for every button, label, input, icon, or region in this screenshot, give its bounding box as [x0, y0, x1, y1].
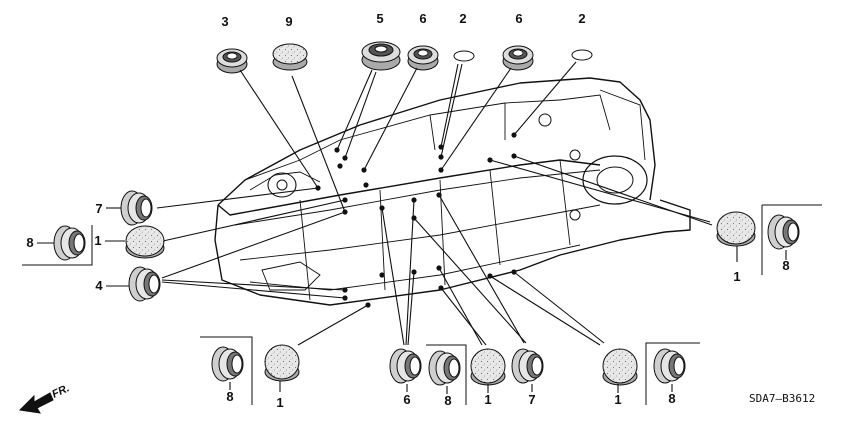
bracket-bottom-2	[426, 344, 467, 405]
grommet-9-drawing	[272, 43, 308, 71]
label-part-2-second: 2	[578, 11, 585, 26]
grommet-8-bottom-a-drawing	[211, 346, 244, 382]
grommet-3-drawing	[216, 48, 248, 74]
leader-lines	[156, 61, 713, 346]
bracket-left	[22, 225, 93, 266]
grommet-8-bottom-c-drawing	[653, 348, 686, 384]
label-part-6-bottom: 6	[403, 392, 410, 407]
grommet-8-right-drawing	[767, 214, 800, 250]
grommet-8-bottom-b-drawing	[428, 350, 461, 386]
label-part-6-second: 6	[515, 11, 522, 26]
label-part-6: 6	[419, 11, 426, 26]
label-part-7-bottom: 7	[528, 392, 535, 407]
grommet-6-bottom-drawing	[389, 348, 422, 384]
label-part-3: 3	[221, 14, 228, 29]
bracket-bottom-1	[200, 336, 253, 405]
grommet-6-second-drawing	[502, 45, 534, 71]
plug-1-bottom-c-drawing	[602, 348, 638, 386]
grommet-5-drawing	[361, 41, 401, 71]
plug-1-left-drawing	[125, 225, 165, 259]
diagram-code: SDA7–B3612	[749, 392, 815, 405]
plug-1-right-drawing	[716, 211, 756, 247]
label-part-8-right: 8	[782, 258, 789, 273]
grommet-7-left-drawing	[120, 190, 153, 226]
bracket-bottom-3	[645, 342, 700, 405]
label-part-8-bottom-a: 8	[226, 389, 233, 404]
front-direction-label: FR.	[50, 382, 71, 400]
label-part-1-bottom-a: 1	[276, 395, 283, 410]
label-part-8-left: 8	[26, 235, 33, 250]
grommet-7-bottom-drawing	[511, 348, 544, 384]
label-part-7-left: 7	[95, 201, 102, 216]
car-underbody	[214, 77, 691, 306]
label-part-9: 9	[285, 14, 292, 29]
seal-2-second-drawing	[571, 49, 593, 61]
grommet-8-left-drawing	[53, 225, 86, 261]
front-direction-arrow-icon	[18, 392, 54, 414]
label-part-1-left: 1	[94, 233, 101, 248]
label-part-5: 5	[376, 11, 383, 26]
label-part-8-bottom-c: 8	[668, 391, 675, 406]
grommet-6-drawing	[407, 45, 439, 71]
label-part-8-bottom-b: 8	[444, 393, 451, 408]
grommet-4-left-drawing	[128, 266, 161, 302]
seal-2-drawing	[453, 50, 475, 62]
plug-1-bottom-a-drawing	[264, 344, 300, 382]
label-part-1-bottom-b: 1	[484, 392, 491, 407]
label-part-2: 2	[459, 11, 466, 26]
label-part-4-left: 4	[95, 278, 103, 293]
label-part-1-bottom-c: 1	[614, 392, 621, 407]
plug-1-bottom-b-drawing	[470, 348, 506, 386]
label-part-1-right: 1	[733, 269, 740, 284]
